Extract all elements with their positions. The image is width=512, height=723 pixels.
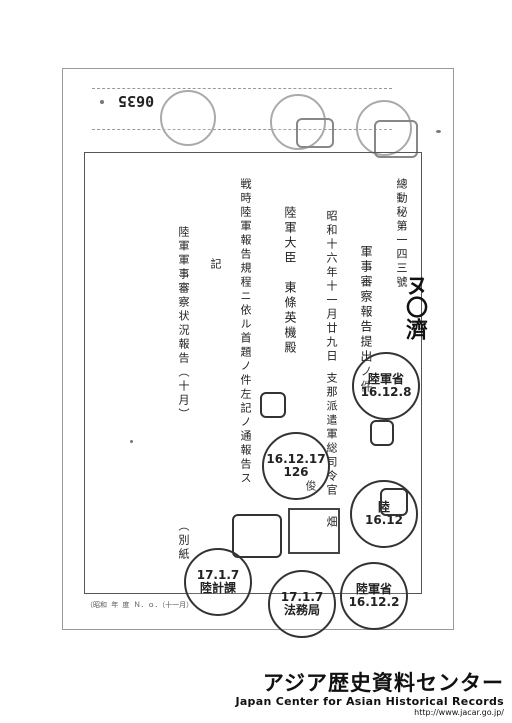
archive-name-en: Japan Center for Asian Historical Record… [235,695,504,708]
scan-speck [436,130,441,133]
stamp-date: 17.1.7 [280,590,324,605]
seal [380,488,408,516]
document-date: 昭和十六年十一月廿九日 [325,210,338,364]
binding-strip [92,88,392,130]
faded-seal [374,120,418,158]
stamp-date: 16.12.8 [360,385,412,399]
faded-stamp [270,94,326,150]
archive-logo: アジア歴史資料センター Japan Center for Asian Histo… [235,667,504,717]
archive-name-jp: アジア歴史資料センター [262,671,504,695]
stamp-label: 陸軍省 [367,372,404,387]
square-seal [288,508,340,554]
seal [370,420,394,446]
sender-suffix: 畑 [325,516,338,530]
stamp-date: 16.12 [365,513,403,527]
scan-speck [130,440,133,443]
faded-stamp [160,90,216,146]
faded-stamp [356,100,412,156]
document-recipient: 陸軍大臣 東條英機殿 [283,206,297,356]
stamp-label: 126 [283,465,309,479]
page-number: 0635 [118,92,155,110]
stamp-label: 法務局 [283,603,320,617]
document-number: 總動秘第一四三號 [395,178,408,290]
document-item: 陸軍軍事審察状況報告（十月） [177,226,190,422]
attachment-note: （別紙 [177,520,190,562]
document-frame [84,152,422,594]
stamp-label: 陸軍省 [355,582,392,597]
stamp-date: 16.12.17 [266,452,326,467]
seal [260,392,286,418]
document-sender: 支那派遣軍総司令官 [325,372,338,498]
stamp-label: 陸計課 [199,581,236,595]
document-body: 戦時陸軍報告規程ニ依ル首題ノ件左記ノ通報告ス [239,178,252,486]
scan-speck [100,100,104,104]
faded-seal [296,118,334,148]
stamp-date: 17.1.7 [196,568,240,583]
document-ki: 記 [209,258,222,272]
handwritten-mark: ヌ〇濟 [402,274,427,340]
page-border [62,68,454,630]
stamp-date: 16.12.2 [348,595,400,609]
seal [232,514,282,558]
form-footer-text: （昭和 年 度 Ｎ．ｏ．（十一月） [86,601,194,609]
archive-url: http://www.jacar.go.jp/ [414,708,504,717]
